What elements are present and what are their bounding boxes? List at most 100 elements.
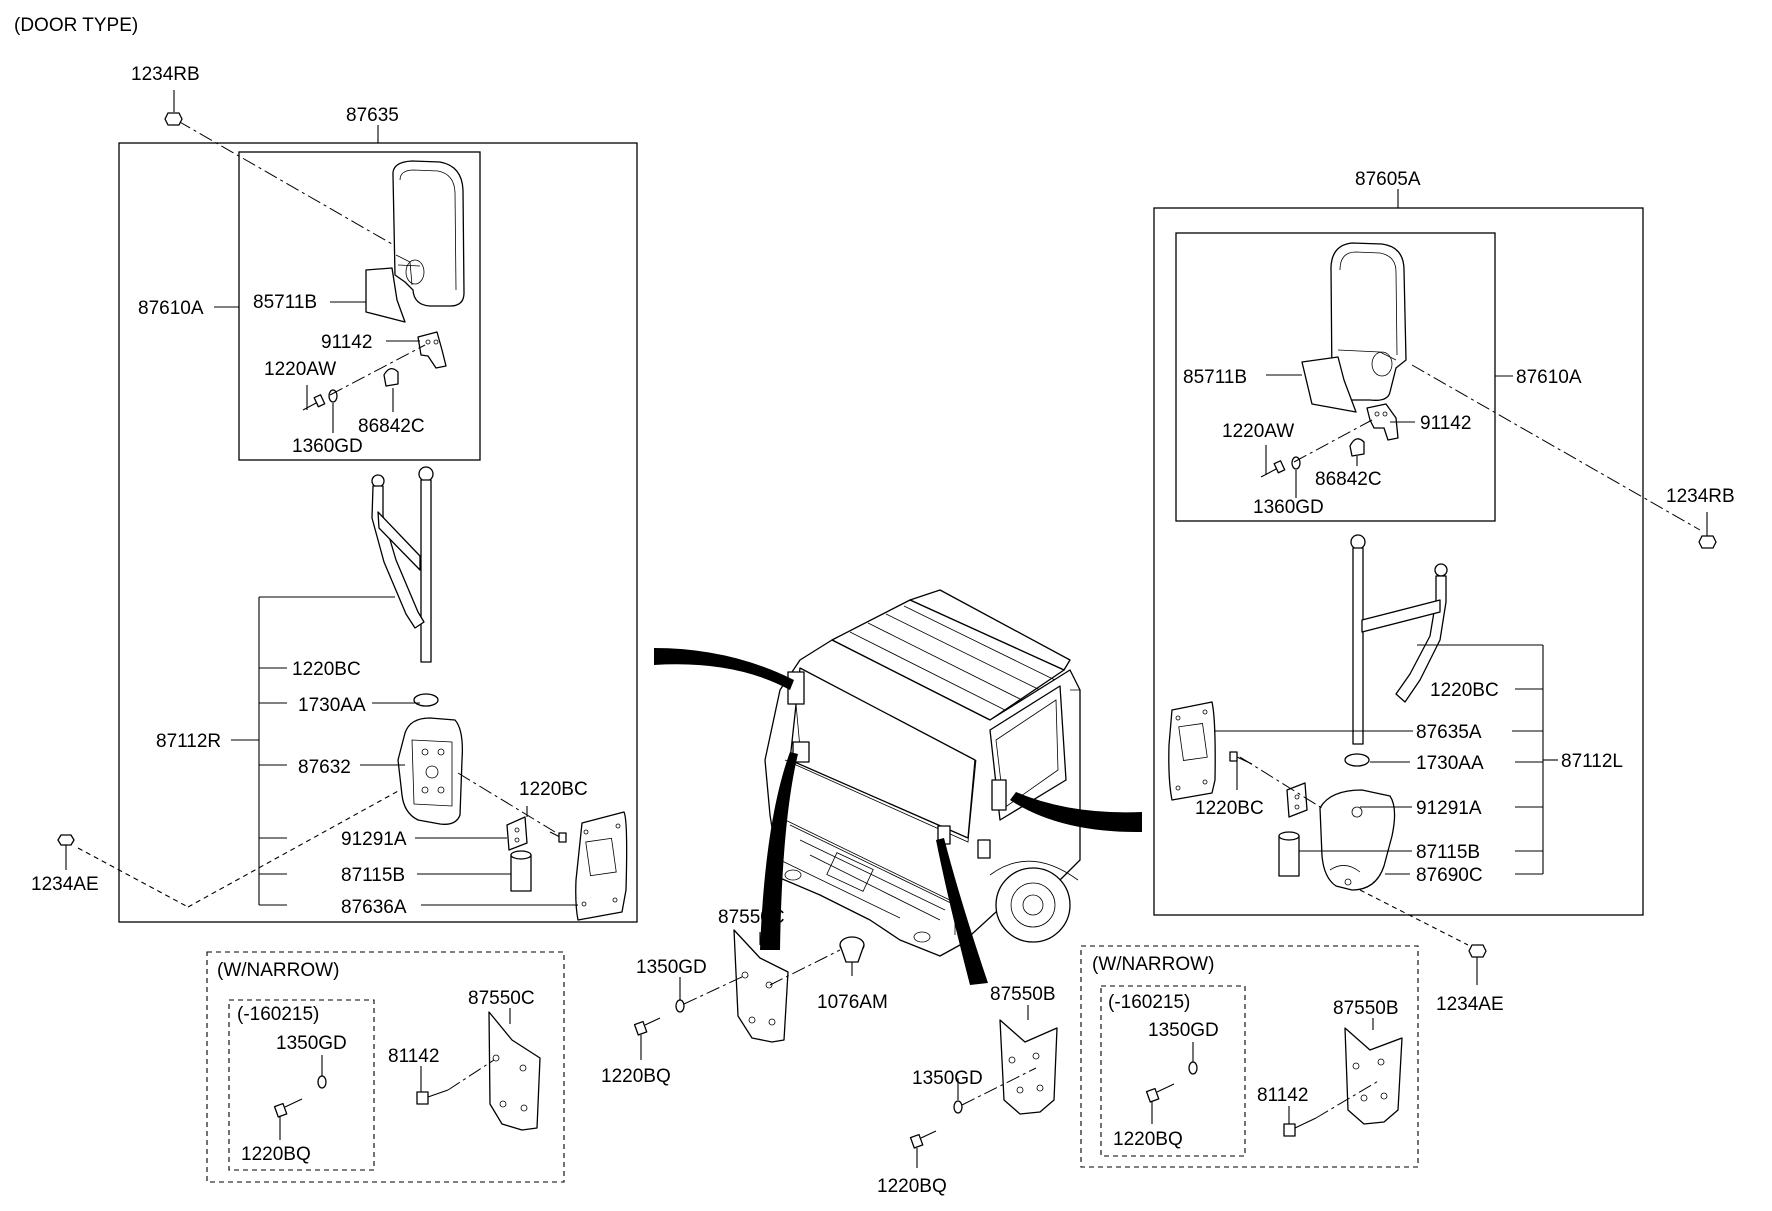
label-87112r: 87112R [156,731,221,752]
label-1350gd-right-box: 1350GD [1148,1020,1219,1041]
label-87550b-right-box: 87550B [1333,998,1399,1019]
right-bushing-87115b [1278,831,1300,877]
left-bracket-91291a [506,816,528,851]
label-1730aa-left: 1730AA [298,695,366,716]
label-1220bc-right-a: 1220BC [1430,680,1499,701]
label-1360gd-right: 1360GD [1253,497,1324,518]
plug-1076am [839,936,865,963]
label-range-right: (-160215) [1108,992,1190,1013]
left-mirror-housing [392,160,465,307]
label-85711b-left: 85711B [253,292,317,313]
right-washer-1730aa [1344,753,1370,767]
left-screw-1220bc [549,831,567,843]
label-91142-left: 91142 [321,332,372,353]
label-87690c: 87690C [1416,865,1483,886]
left-mirror-bracket [417,331,447,369]
left-mirror-arm [371,466,434,663]
label-87115b-right: 87115B [1416,842,1480,863]
w-narrow-box-left [206,951,565,1183]
label-87635: 87635 [346,105,399,126]
label-91142-right: 91142 [1420,413,1471,434]
leader-tree-87112r [231,596,395,906]
label-1076am: 1076AM [817,992,888,1013]
right-screw-1220aw [1260,460,1286,478]
label-wnarrow-left: (W/NARROW) [217,960,339,981]
pointer-right-mirror [1010,792,1142,833]
pointer-front-guard-right [936,838,988,985]
label-87632: 87632 [298,757,351,778]
label-91291a-right: 91291A [1416,798,1482,819]
right-mirror-glass [1301,356,1357,413]
label-87115b-left: 87115B [341,865,405,886]
label-1220aw-left: 1220AW [264,359,336,380]
screw-1220bq-left-box [273,1098,303,1118]
guard-plate-87550c-center [733,929,789,1043]
label-1234rb-left: 1234RB [131,64,200,85]
left-washer-1360gd [328,389,338,403]
label-86842c-left: 86842C [358,416,425,437]
screw-1220bq-right-box [1145,1083,1175,1103]
label-1360gd-left: 1360GD [292,436,363,457]
washer-1350gd-left-box [317,1075,327,1089]
label-wnarrow-right: (W/NARROW) [1092,954,1214,975]
label-87112l: 87112L [1561,751,1623,772]
right-mirror-arm [1350,534,1448,745]
pointer-front-guard-left [760,752,798,950]
label-1220bq-left-box: 1220BQ [241,1144,311,1165]
screw-1220bq-center [633,1017,661,1036]
label-87610a-right: 87610A [1516,367,1582,388]
right-washer-1360gd [1291,456,1301,470]
label-1350gd-left-box: 1350GD [276,1033,347,1054]
label-1234ae-left: 1234AE [31,874,99,895]
truck-cab-illustration [764,589,1081,957]
left-mirror-glass [365,267,406,323]
label-81142-left: 81142 [388,1046,439,1067]
left-bolt-1234ae [57,789,401,908]
left-gasket-87636a [575,811,628,921]
left-screw-1220aw [302,394,326,411]
range-box-left [228,999,375,1171]
washer-1350gd-center-b [953,1100,963,1114]
label-1220aw-right: 1220AW [1222,421,1294,442]
label-86842c-right: 86842C [1315,469,1382,490]
washer-1350gd-center [675,999,685,1013]
leader-tree-87112l [1417,644,1558,875]
guard-plate-87550b-center [999,1019,1058,1115]
diagram-title: (DOOR TYPE) [14,15,138,36]
label-87550c-left-box: 87550C [468,988,535,1009]
guard-plate-87550b-right-box [1344,1027,1403,1125]
right-mirror-base-87690c [1319,789,1396,891]
guard-plate-87550c-left-box [488,1011,541,1131]
left-bushing-87115b [510,850,532,892]
left-mirror-head-box [238,151,481,461]
label-87636a: 87636A [341,897,407,918]
label-1730aa-right: 1730AA [1416,753,1484,774]
leader-1234rb-left-dash [177,120,393,245]
screw-81142-left [416,1089,449,1105]
right-bolt-1234ae [1359,889,1487,985]
label-1350gd-center: 1350GD [636,957,707,978]
right-mirror-cap [1349,438,1365,457]
screw-1220bq-center-b [909,1130,937,1149]
label-1234rb-right: 1234RB [1666,486,1735,507]
left-washer-1730aa [413,693,439,707]
label-1220bq-center-b: 1220BQ [877,1176,947,1197]
label-1220bq-center: 1220BQ [601,1066,671,1087]
label-91291a-left: 91291A [341,829,407,850]
right-mirror-bracket [1366,403,1399,441]
left-mirror-base-87632 [397,717,463,825]
leader-1234rb-right-dash [1411,364,1701,531]
label-1220bc-right-b: 1220BC [1195,798,1264,819]
label-1350gd-center-b: 1350GD [912,1068,983,1089]
range-box-right [1100,985,1246,1157]
label-1220bc-left-b: 1220BC [519,779,588,800]
label-1220bq-right-box: 1220BQ [1113,1129,1183,1150]
label-87610a-left: 87610A [138,298,204,319]
label-87550c-center: 87550C [718,907,785,928]
label-87550b-center: 87550B [990,984,1056,1005]
right-gasket-87635a [1168,701,1216,801]
right-bolt-1234rb [1698,512,1717,549]
pointer-left-mirror [654,648,794,690]
label-87635a: 87635A [1416,722,1482,743]
